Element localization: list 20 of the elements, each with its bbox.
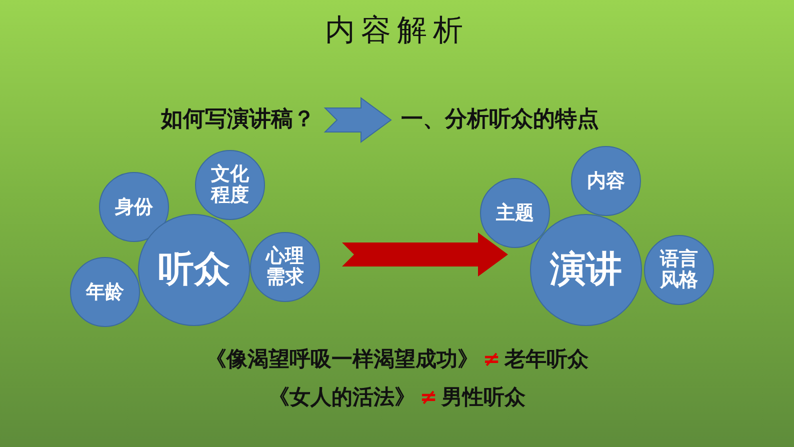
heading-text: 如何写演讲稿？ xyxy=(128,104,348,136)
circle-label: 语言风格 xyxy=(660,249,698,291)
note-text: 《像渴望呼吸一样渴望成功》 xyxy=(206,346,479,373)
block-arrow xyxy=(342,232,508,276)
circle-label: 年龄 xyxy=(84,282,125,302)
note-text: 《女人的活法》 xyxy=(268,384,416,411)
block-arrow xyxy=(324,97,392,143)
circle-label: 心理需求 xyxy=(266,246,304,288)
not-equal-sign: ≠ xyxy=(482,347,500,371)
circle-label: 听众 xyxy=(157,250,231,290)
circle-label: 身份 xyxy=(114,196,154,218)
circle-label: 内容 xyxy=(586,170,626,192)
circle-label: 主题 xyxy=(495,202,535,224)
note-text: 男性听众 xyxy=(441,384,526,411)
not-equal-sign: ≠ xyxy=(420,385,438,409)
heading-text: 一、分析听众的特点 xyxy=(390,104,610,136)
note-text: 老年听众 xyxy=(504,346,588,373)
circle-label: 演讲 xyxy=(548,250,623,290)
title: 内容解析 xyxy=(324,12,470,50)
circle-label: 文化程度 xyxy=(210,164,250,206)
